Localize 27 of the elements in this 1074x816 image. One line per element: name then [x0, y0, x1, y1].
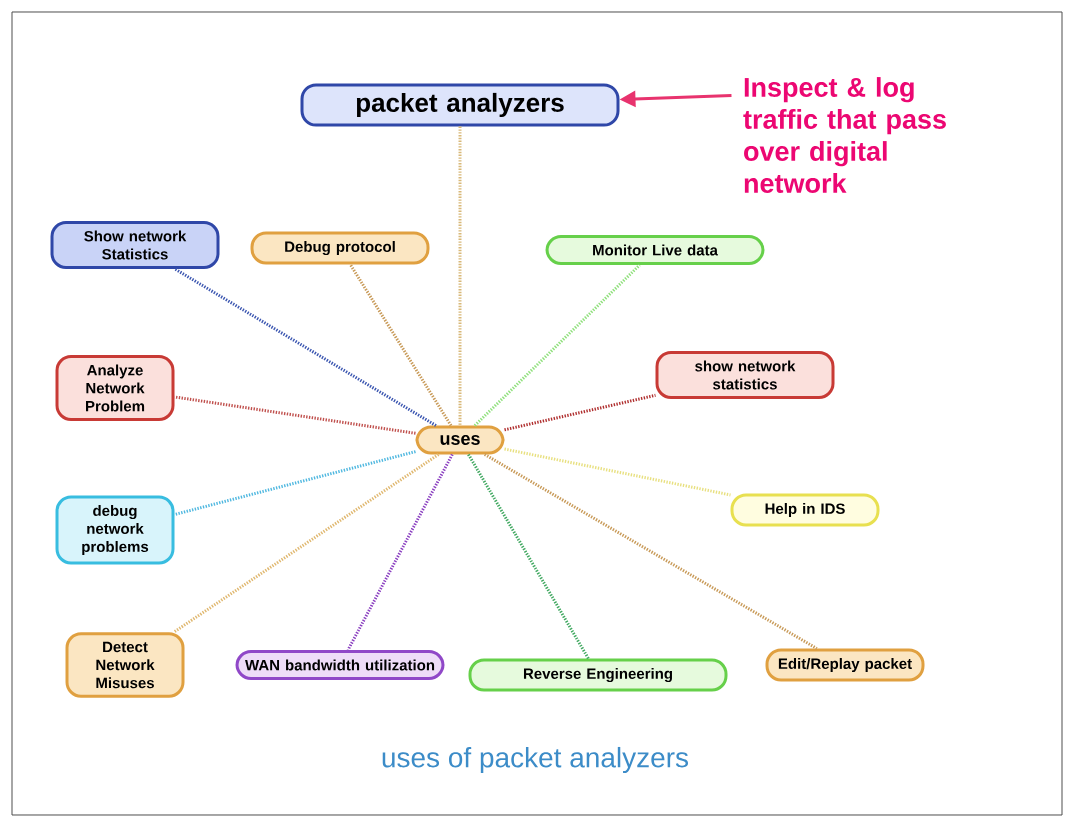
topic-box: Show network Statistics: [50, 221, 220, 269]
title-box: packet analyzers: [300, 83, 620, 127]
connector-line: [504, 447, 731, 497]
topic-box: Edit/Replay packet: [765, 648, 925, 682]
connector-line: [174, 395, 416, 435]
connector-line: [483, 453, 818, 650]
connector-line: [174, 450, 416, 516]
topic-box: Help in IDS: [730, 493, 880, 527]
topic-box: WAN bandwidth utilization: [235, 650, 445, 680]
topic-box: show network statistics: [655, 351, 835, 399]
annotation-text: Inspect & log traffic that pass over digital network: [743, 77, 946, 193]
topic-box: Detect Network Misuses: [65, 632, 185, 698]
connector-line: [467, 453, 590, 660]
caption: uses of packet analyzers: [382, 746, 688, 774]
hub-box: uses: [415, 425, 505, 455]
topic-box: Monitor Live data: [545, 235, 765, 265]
connector-line: [172, 453, 440, 634]
connector-line: [473, 263, 641, 427]
connector-line: [458, 126, 462, 426]
connector-line: [349, 263, 453, 427]
connector-line: [346, 453, 454, 651]
topic-box: Debug protocol: [250, 231, 430, 265]
topic-box: debug network problems: [55, 495, 175, 565]
connector-line: [174, 267, 437, 427]
topic-box: Analyze Network Problem: [55, 355, 175, 421]
topic-box: Reverse Engineering: [468, 658, 728, 692]
connector-line: [504, 393, 656, 432]
